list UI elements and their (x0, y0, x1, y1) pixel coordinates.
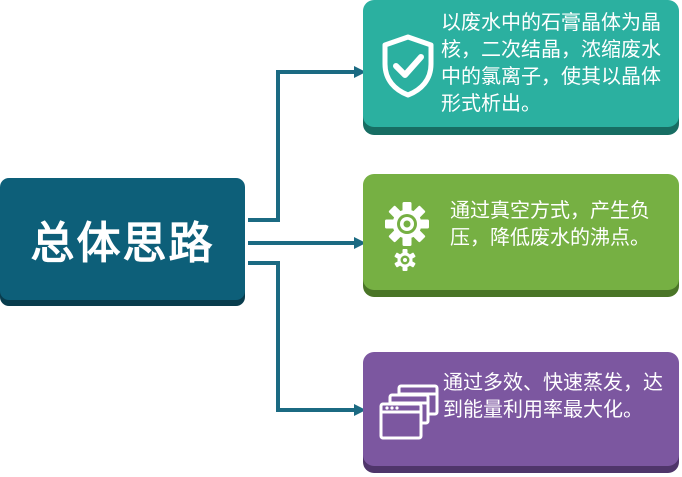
shield-check-icon (382, 34, 434, 98)
root-title: 总体思路 (30, 218, 215, 269)
branch-text-3: 通过多效、快速蒸发，达到能量利用率最大化。 (443, 370, 663, 421)
branch-node-1: 以废水中的石膏晶体为晶核，二次结晶，浓缩废水中的氯离子，使其以晶体形式析出。 (363, 0, 679, 127)
root-node: 总体思路 (0, 178, 245, 300)
branch-node-2: 通过真空方式，产生负压，降低废水的沸点。 (363, 174, 679, 290)
gears-icon (385, 202, 429, 271)
branch-text-1: 以废水中的石膏晶体为晶核，二次结晶，浓缩废水中的氯离子，使其以晶体形式析出。 (441, 10, 661, 115)
branch-node-3: 通过多效、快速蒸发，达到能量利用率最大化。 (363, 352, 679, 466)
windows-icon (379, 384, 439, 440)
branch-text-2: 通过真空方式，产生负压，降低废水的沸点。 (450, 198, 650, 249)
